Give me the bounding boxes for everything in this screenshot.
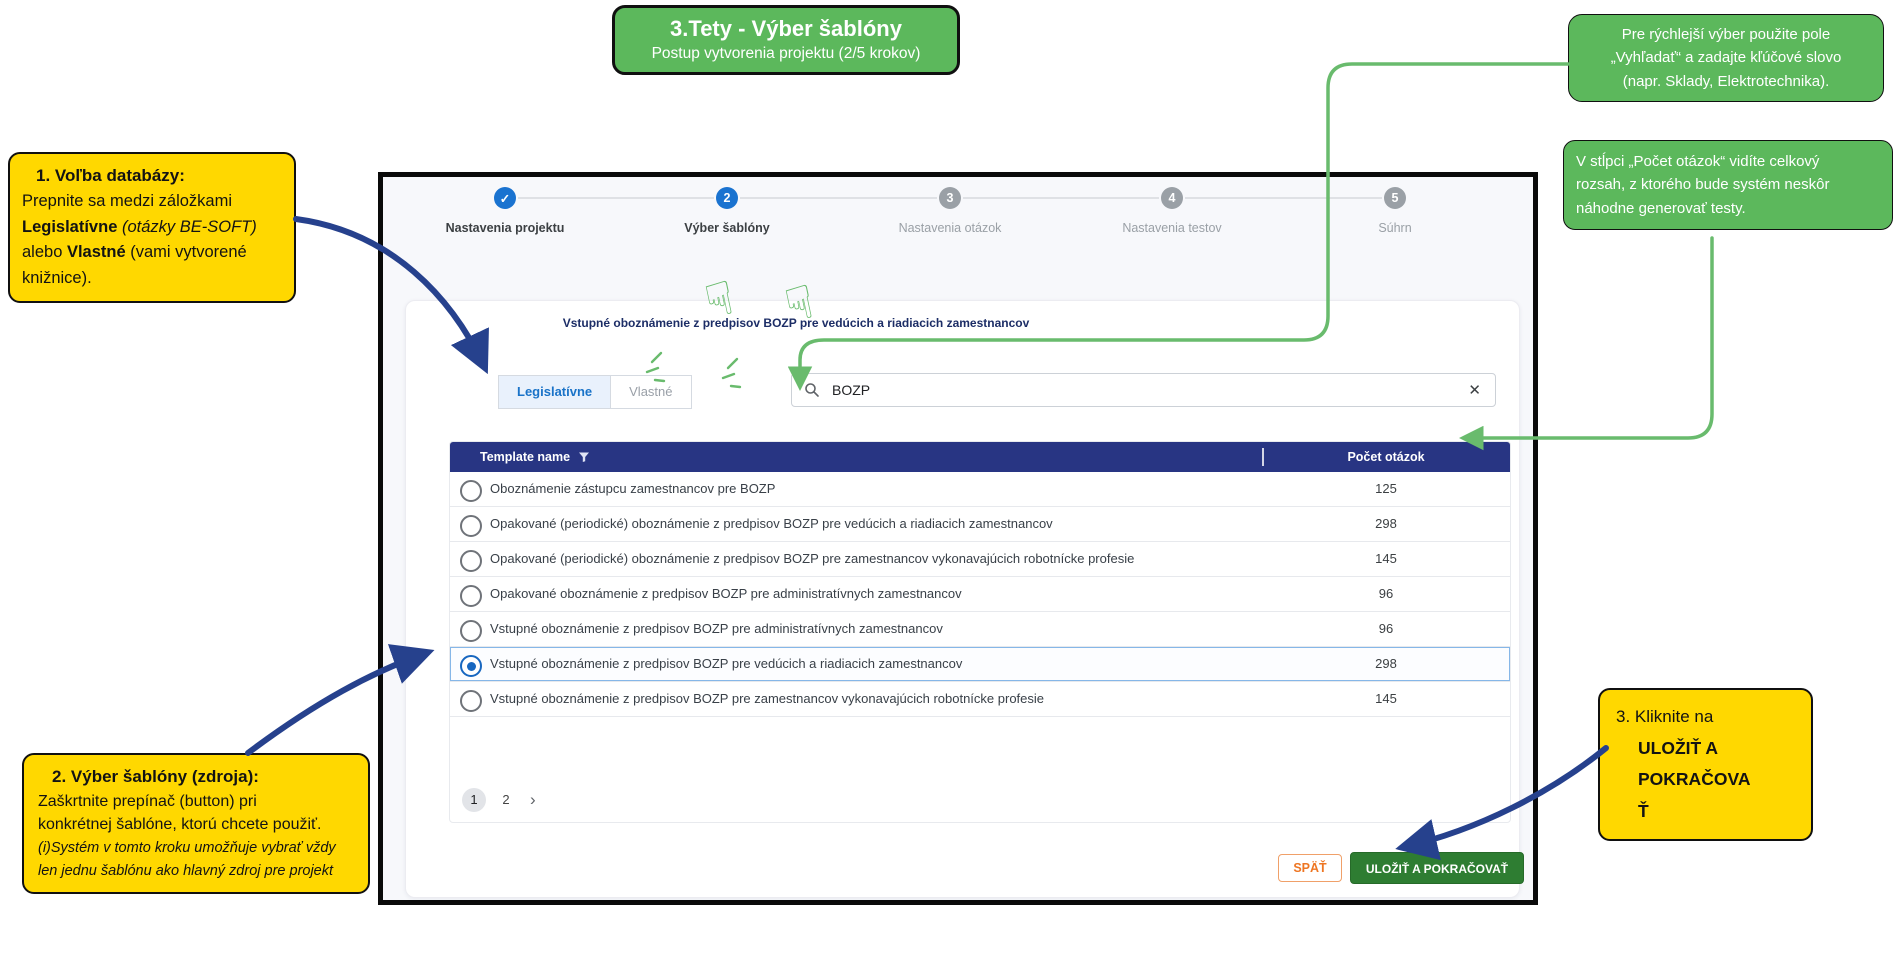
radio-unselected[interactable] xyxy=(460,620,482,642)
pagination: 1 2 › xyxy=(462,788,540,812)
table-header: Template name Počet otázok xyxy=(450,442,1510,472)
column-header-template-name[interactable]: Template name xyxy=(480,450,571,464)
template-name: Vstupné oboznámenie z predpisov BOZP pre… xyxy=(490,621,943,636)
radio-unselected[interactable] xyxy=(460,690,482,712)
wizard-step-label: Nastavenia testov xyxy=(1122,221,1222,235)
question-count: 96 xyxy=(1378,621,1394,636)
page-button-1[interactable]: 1 xyxy=(462,788,486,812)
question-count: 96 xyxy=(1378,586,1394,601)
wizard-step-4[interactable]: 4 xyxy=(1161,187,1183,209)
wizard-step-3[interactable]: 3 xyxy=(939,187,961,209)
template-name: Opakované oboznámenie z predpisov BOZP p… xyxy=(490,586,962,601)
page-button-2[interactable]: 2 xyxy=(502,792,510,807)
search-icon xyxy=(805,383,819,397)
question-count: 298 xyxy=(1375,656,1397,671)
table-body: Oboznámenie zástupcu zamestnancov pre BO… xyxy=(450,472,1510,717)
tab-vlastné[interactable]: Vlastné xyxy=(611,375,692,409)
radio-unselected[interactable] xyxy=(460,550,482,572)
search-input[interactable] xyxy=(830,381,1467,399)
question-count: 125 xyxy=(1375,481,1397,496)
template-name: Vstupné oboznámenie z predpisov BOZP pre… xyxy=(490,656,963,671)
tab-legislatívne[interactable]: Legislatívne xyxy=(498,375,612,409)
next-page-chevron-icon[interactable]: › xyxy=(530,790,536,809)
table-row[interactable]: Opakované oboznámenie z predpisov BOZP p… xyxy=(450,577,1510,612)
wizard-step-label: Nastavenia projektu xyxy=(445,221,565,235)
question-count: 145 xyxy=(1375,551,1397,566)
table-row[interactable]: Vstupné oboznámenie z predpisov BOZP pre… xyxy=(450,647,1510,682)
table-row[interactable]: Vstupné oboznámenie z predpisov BOZP pre… xyxy=(450,682,1510,717)
radio-unselected[interactable] xyxy=(460,515,482,537)
step-connector-line xyxy=(740,197,937,199)
template-name: Oboznámenie zástupcu zamestnancov pre BO… xyxy=(490,481,776,496)
filter-icon[interactable] xyxy=(578,451,590,463)
wizard-step-2[interactable]: 2 xyxy=(716,187,738,209)
radio-selected[interactable] xyxy=(460,655,482,677)
wizard-step-5[interactable]: 5 xyxy=(1384,187,1406,209)
template-table: Template name Počet otázok Oboznámenie z… xyxy=(449,441,1511,823)
selected-template-title: Vstupné oboznámenie z predpisov BOZP pre… xyxy=(562,316,1030,330)
step-connector-line xyxy=(1185,197,1382,199)
wizard-step-label: Súhrn xyxy=(1378,221,1412,235)
wizard-step-label: Výber šablóny xyxy=(684,221,770,235)
radio-unselected[interactable] xyxy=(460,585,482,607)
content-card: Vstupné oboznámenie z predpisov BOZP pre… xyxy=(405,300,1524,898)
column-header-question-count[interactable]: Počet otázok xyxy=(1347,450,1425,464)
clear-search-icon[interactable]: ✕ xyxy=(1468,382,1481,399)
search-tip-callout: Pre rýchlejší výber použite pole„Vyhľada… xyxy=(1568,14,1884,102)
tutorial-title: 3.Tety - Výber šablóny xyxy=(670,16,902,41)
tutorial-title-banner: 3.Tety - Výber šablóny Postup vytvorenia… xyxy=(612,5,960,75)
step-connector-line xyxy=(518,197,714,199)
table-row[interactable]: Oboznámenie zástupcu zamestnancov pre BO… xyxy=(450,472,1510,507)
step1-database-note: 1. Voľba databázy:Prepnite sa medzi zálo… xyxy=(8,152,296,303)
table-row[interactable]: Vstupné oboznámenie z predpisov BOZP pre… xyxy=(450,612,1510,647)
radio-unselected[interactable] xyxy=(460,480,482,502)
header-divider xyxy=(1262,448,1264,466)
template-name: Opakované (periodické) oboznámenie z pre… xyxy=(490,516,1053,531)
step-connector-line xyxy=(963,197,1159,199)
wizard-step-label: Nastavenia otázok xyxy=(898,221,1002,235)
template-name: Vstupné oboznámenie z predpisov BOZP pre… xyxy=(490,691,1045,706)
table-row[interactable]: Opakované (periodické) oboznámenie z pre… xyxy=(450,542,1510,577)
back-button[interactable]: SPÄŤ xyxy=(1278,854,1342,882)
step2-template-note: 2. Výber šablóny (zdroja):Zaškrtnite pre… xyxy=(22,753,370,895)
save-and-continue-button[interactable]: ULOŽIŤ A POKRAČOVAŤ xyxy=(1350,852,1524,884)
wizard-step-1-check-icon[interactable]: ✓ xyxy=(494,187,516,209)
template-name: Opakované (periodické) oboznámenie z pre… xyxy=(490,551,1135,566)
tutorial-subtitle: Postup vytvorenia projektu (2/5 krokov) xyxy=(651,44,921,62)
search-field[interactable]: ✕ xyxy=(791,373,1496,407)
question-count: 145 xyxy=(1375,691,1397,706)
question-count: 298 xyxy=(1375,516,1397,531)
table-row[interactable]: Opakované (periodické) oboznámenie z pre… xyxy=(450,507,1510,542)
